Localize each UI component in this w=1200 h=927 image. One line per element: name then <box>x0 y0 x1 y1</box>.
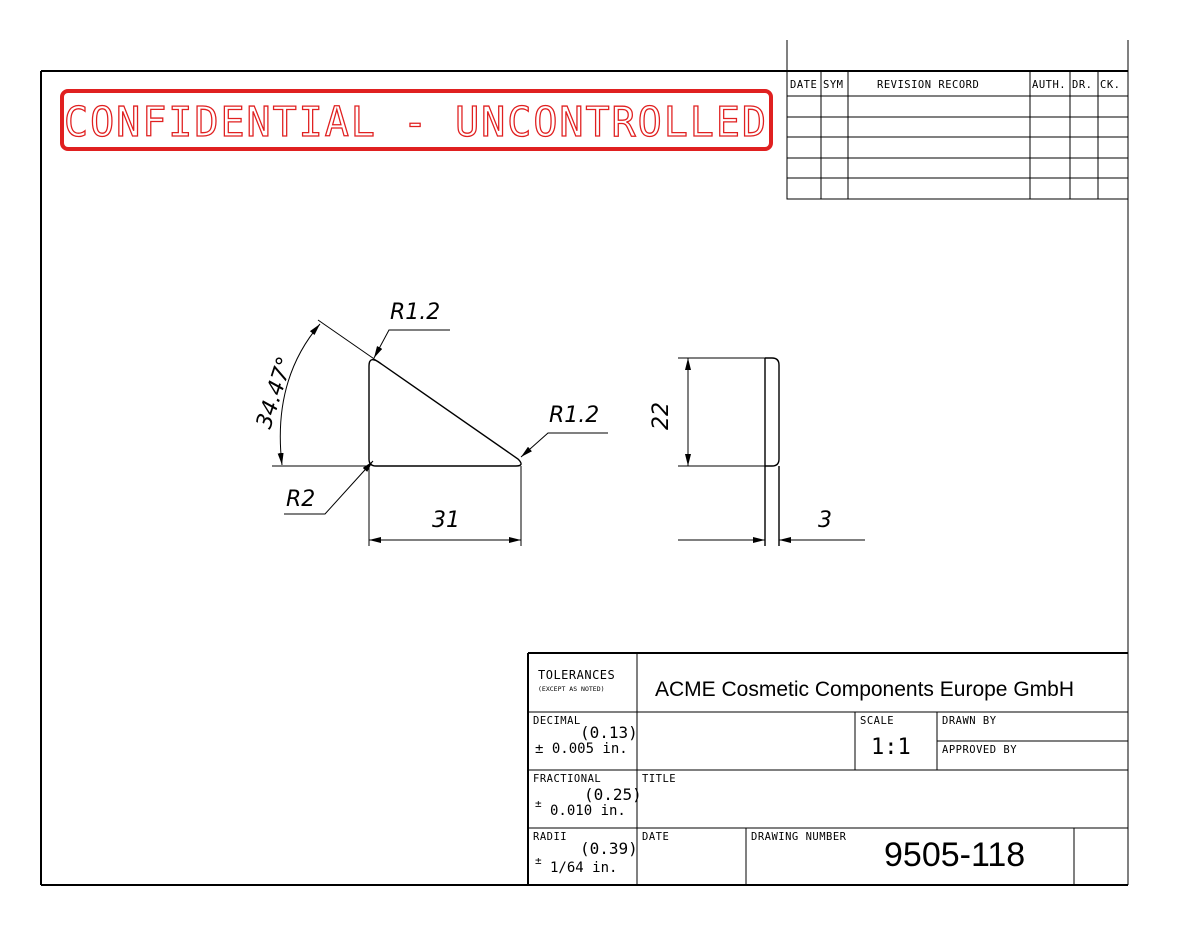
rev-header-dr: DR. <box>1072 79 1092 91</box>
radius-top-dimension: R1.2 <box>390 300 440 325</box>
radii-tolerance: 1/64 in. <box>550 860 617 876</box>
fractional-mm: (0.25) <box>584 785 642 804</box>
side-view: 22 3 <box>649 357 865 546</box>
width-dimension: 31 <box>432 508 460 533</box>
radius-bottom-dimension: R2 <box>286 487 315 512</box>
date-label: DATE <box>642 831 669 843</box>
decimal-label: DECIMAL <box>533 715 581 727</box>
front-view: 34.47° R1.2 R1.2 R2 31 <box>252 300 608 546</box>
radii-tolerance-sign: ± <box>535 854 542 867</box>
thickness-dimension: 3 <box>818 508 832 533</box>
scale-value: 1:1 <box>871 735 911 760</box>
radius-right-dimension: R1.2 <box>549 403 599 428</box>
decimal-tolerance: ± 0.005 in. <box>535 741 628 757</box>
drawing-number-label: DRAWING NUMBER <box>751 831 847 843</box>
drawn-by-label: DRAWN BY <box>942 715 997 727</box>
company-name: ACME Cosmetic Components Europe GmbH <box>655 678 1074 701</box>
scale-label: SCALE <box>860 715 894 727</box>
rev-header-date: DATE <box>790 79 817 91</box>
radii-label: RADII <box>533 831 567 843</box>
confidential-stamp: CONFIDENTIAL - UNCONTROLLED <box>60 89 773 151</box>
rev-header-auth: AUTH. <box>1032 79 1066 91</box>
height-dimension: 22 <box>649 402 674 430</box>
revision-table: DATE SYM REVISION RECORD AUTH. DR. CK. <box>786 70 1129 200</box>
confidential-stamp-text: CONFIDENTIAL - UNCONTROLLED <box>64 98 768 146</box>
rev-header-record: REVISION RECORD <box>877 79 979 91</box>
fractional-tolerance-sign: ± <box>535 797 542 810</box>
tolerances-label: TOLERANCES <box>538 668 615 682</box>
radii-mm: (0.39) <box>580 839 638 858</box>
title-label: TITLE <box>642 773 676 785</box>
fractional-tolerance: 0.010 in. <box>550 803 626 819</box>
fractional-label: FRACTIONAL <box>533 773 601 785</box>
drawing-number: 9505-118 <box>884 836 1025 874</box>
sheet-border <box>40 40 1129 886</box>
angle-dimension: 34.47° <box>252 354 299 432</box>
rev-header-sym: SYM <box>823 79 843 91</box>
approved-by-label: APPROVED BY <box>942 744 1017 756</box>
tolerances-note: (EXCEPT AS NOTED) <box>538 685 605 693</box>
title-block: TOLERANCES (EXCEPT AS NOTED) ACME Cosmet… <box>527 652 1128 885</box>
decimal-mm: (0.13) <box>580 723 638 742</box>
rev-header-ck: CK. <box>1100 79 1120 91</box>
